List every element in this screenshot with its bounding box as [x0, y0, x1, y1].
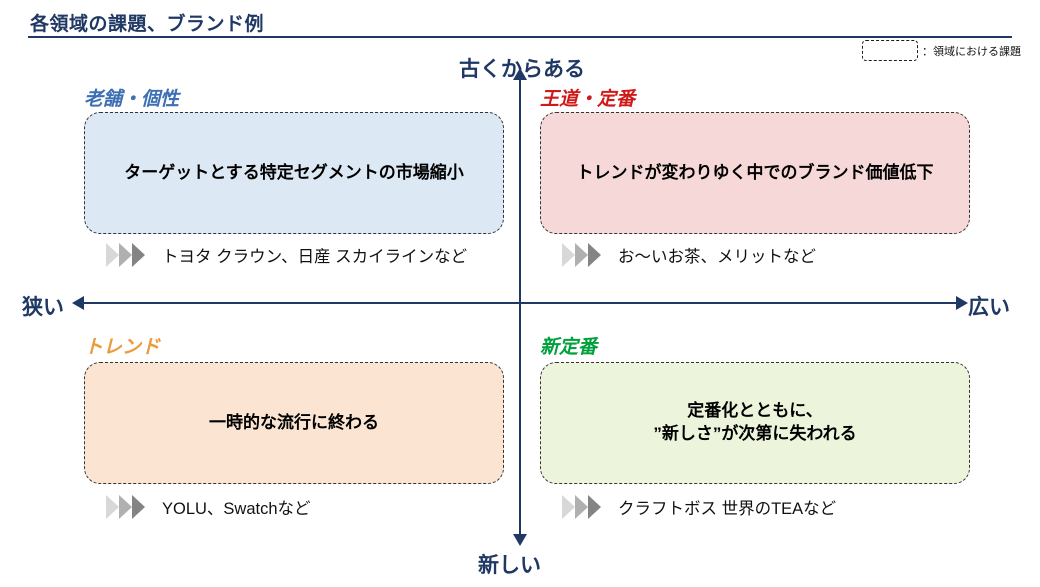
triple-chevron-icon	[562, 495, 601, 519]
issue-box: 一時的な流行に終わる	[84, 362, 504, 484]
issue-box: 定番化とともに、 ”新しさ”が次第に失われる	[540, 362, 970, 484]
issue-text: ターゲットとする特定セグメントの市場縮小	[124, 162, 464, 182]
legend: ：領域における課題	[862, 40, 1021, 61]
brand-text: お〜いお茶、メリットなど	[618, 248, 816, 266]
issue-box: トレンドが変わりゆく中でのブランド価値低下	[540, 112, 970, 234]
issue-text: 定番化とともに、 ”新しさ”が次第に失われる	[641, 400, 868, 446]
arrow-down-icon	[513, 534, 527, 546]
arrow-left-icon	[72, 296, 84, 310]
quadrant-title: トレンド	[84, 337, 161, 358]
quadrant-title: 新定番	[540, 337, 598, 358]
brand-row: トヨタ クラウン、日産 スカイラインなど	[106, 242, 467, 268]
axis-label-right: 広い	[968, 296, 1010, 319]
axis-label-left: 狭い	[22, 296, 64, 319]
issue-text: トレンドが変わりゆく中でのブランド価値低下	[576, 162, 934, 182]
brand-row: YOLU、Swatchなど	[106, 494, 311, 520]
issue-text: 一時的な流行に終わる	[209, 412, 379, 432]
triple-chevron-icon	[106, 243, 145, 267]
legend-label: ：領域における課題	[922, 45, 1021, 58]
brand-text: YOLU、Swatchなど	[162, 500, 311, 518]
quadrant-title: 老舗・個性	[84, 89, 180, 110]
issue-box: ターゲットとする特定セグメントの市場縮小	[84, 112, 504, 234]
issue-text-line1: 定番化とともに、	[687, 401, 823, 421]
page-title: 各領域の課題、ブランド例	[30, 14, 265, 35]
brand-row: クラフトボス 世界のTEAなど	[562, 494, 836, 520]
vertical-axis	[519, 78, 521, 544]
arrow-right-icon	[956, 296, 968, 310]
brand-text: クラフトボス 世界のTEAなど	[618, 500, 837, 518]
axis-label-bottom: 新しい	[478, 554, 541, 577]
triple-chevron-icon	[106, 495, 145, 519]
title-underline	[28, 36, 1012, 38]
triple-chevron-icon	[562, 243, 601, 267]
brand-row: お〜いお茶、メリットなど	[562, 242, 816, 268]
horizontal-axis	[82, 302, 958, 304]
issue-text-line2: ”新しさ”が次第に失われる	[653, 424, 857, 443]
arrow-up-icon	[513, 68, 527, 80]
dashed-box-icon	[862, 40, 918, 61]
axis-label-top: 古くからある	[459, 58, 585, 81]
quadrant-title: 王道・定番	[540, 89, 636, 110]
brand-text: トヨタ クラウン、日産 スカイラインなど	[162, 248, 468, 266]
